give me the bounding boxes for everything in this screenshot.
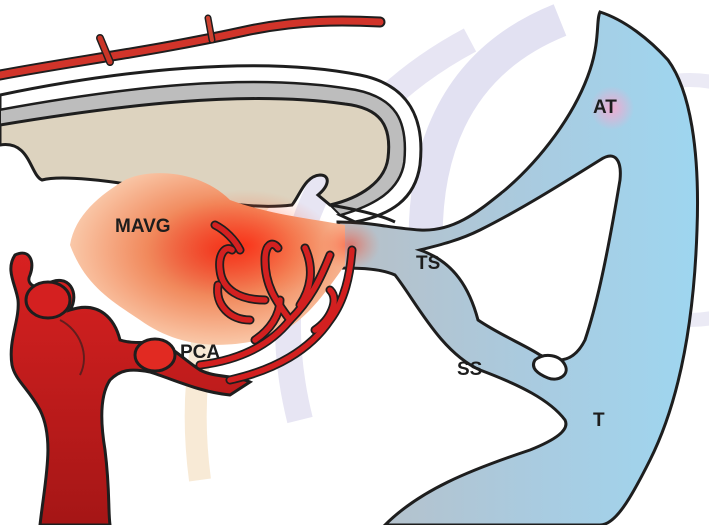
aneurysm-left [26, 282, 70, 318]
label-pca: PCA [180, 342, 220, 363]
aneurysm-pca [135, 339, 175, 371]
label-t: T [593, 410, 605, 431]
label-ts: TS [416, 253, 440, 274]
label-mavg: MAVG [115, 216, 171, 237]
label-ss: SS [457, 359, 482, 380]
label-at: AT [593, 97, 617, 118]
